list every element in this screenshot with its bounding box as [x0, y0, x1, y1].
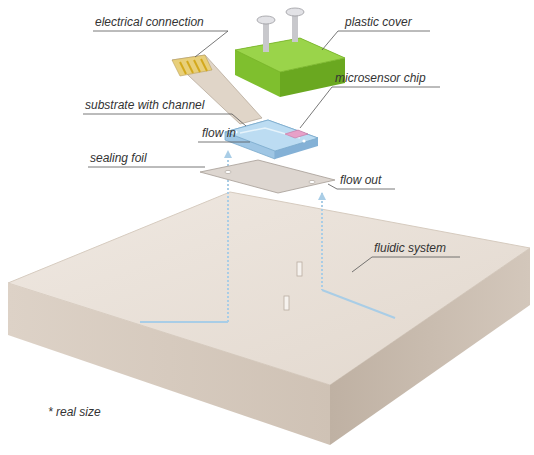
- part-label: microsensor chip: [335, 71, 426, 85]
- part-label: substrate with channel: [85, 98, 204, 112]
- part-label: flow out: [340, 173, 381, 187]
- part-label: electrical connection: [95, 15, 204, 29]
- part-label: plastic cover: [345, 15, 412, 29]
- note: * real size: [48, 405, 101, 419]
- part-label: flow in: [202, 126, 236, 140]
- part-label: sealing foil: [90, 151, 147, 165]
- part-label: fluidic system: [374, 241, 446, 255]
